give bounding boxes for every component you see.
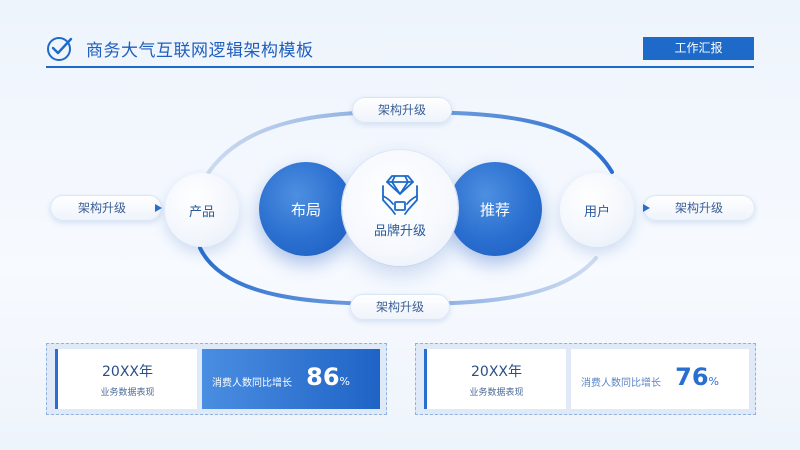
card-year-box: 20XX年 业务数据表现 (55, 349, 197, 409)
header-divider (46, 66, 754, 68)
node-product-label: 产品 (188, 204, 215, 220)
node-layout: 布局 (259, 162, 353, 256)
node-user: 用户 (560, 173, 634, 247)
card-year-box: 20XX年 业务数据表现 (424, 349, 566, 409)
card-stat-number: 76 (675, 363, 709, 391)
card-stat-unit: % (339, 375, 350, 388)
card-stat-number: 86 (306, 363, 340, 391)
check-circle-icon (47, 37, 73, 61)
card-stat-box: 消费人数同比增长 76% (571, 349, 749, 409)
card-year: 20XX年 (102, 364, 153, 380)
node-recommend: 推荐 (448, 162, 542, 256)
page-title: 商务大气互联网逻辑架构模板 (86, 41, 314, 61)
pill-top: 架构升级 (352, 97, 452, 123)
hands-diamond-icon (382, 174, 418, 215)
card-subtitle: 业务数据表现 (100, 388, 155, 398)
arrow-right-icon (643, 204, 650, 212)
card-stat-unit: % (708, 375, 719, 388)
node-product: 产品 (165, 173, 239, 247)
header-badge: 工作汇报 (643, 37, 754, 60)
node-recommend-label: 推荐 (479, 200, 510, 219)
card-stat-box: 消费人数同比增长 86% (202, 349, 380, 409)
card-stat-label: 消费人数同比增长 (212, 378, 292, 389)
stat-card-1: 20XX年 业务数据表现 消费人数同比增长 86% (46, 343, 387, 415)
node-brand-label: 品牌升级 (373, 223, 426, 239)
pill-left: 架构升级 (50, 195, 162, 221)
card-stat-value: 76% (675, 363, 719, 391)
pill-bottom: 架构升级 (350, 294, 450, 320)
node-user-label: 用户 (583, 204, 610, 220)
card-stat-label: 消费人数同比增长 (581, 378, 661, 389)
card-year: 20XX年 (471, 364, 522, 380)
node-brand-upgrade: 品牌升级 (342, 150, 458, 266)
card-subtitle: 业务数据表现 (469, 388, 524, 398)
arrow-left-icon (155, 204, 162, 212)
card-stat-value: 86% (306, 363, 350, 391)
node-layout-label: 布局 (290, 200, 321, 219)
stat-card-2: 20XX年 业务数据表现 消费人数同比增长 76% (415, 343, 756, 415)
pill-right: 架构升级 (643, 195, 755, 221)
